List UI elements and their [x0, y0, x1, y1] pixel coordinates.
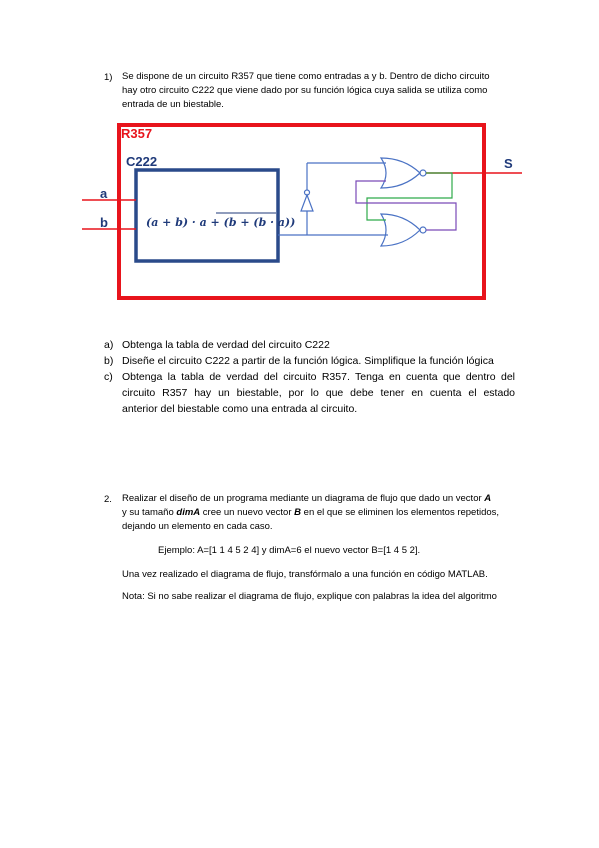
q2-line-1-text: Realizar el diseño de un programa median…	[122, 493, 485, 504]
inverter-triangle	[300, 193, 314, 212]
q2-statement: Realizar el diseño de un programa median…	[122, 492, 522, 534]
q2-number: 2.	[104, 494, 112, 505]
q1-item-c-line-3: anterior del biestable como una entrada …	[122, 403, 358, 415]
q2-var-a: A	[484, 493, 492, 504]
q1-line-2: hay otro circuito C222 que viene dado po…	[122, 85, 488, 96]
input-a-label: a	[100, 186, 108, 201]
feedback-green	[366, 172, 453, 221]
q2-example: Ejemplo: A=[1 1 4 5 2 4] y dimA=6 el nue…	[158, 545, 421, 556]
q1-statement: Se dispone de un circuito R357 que tiene…	[122, 70, 517, 112]
q1-item-c-label: c)	[104, 371, 113, 383]
input-b-label: b	[100, 215, 108, 230]
nor-gate-top	[379, 157, 421, 189]
formula-overlined: (b + (b · a))	[224, 216, 296, 229]
q2-para-1: Una vez realizado el diagrama de flujo, …	[122, 569, 488, 580]
q1-item-c-line-2: circuito R357 hay un biestable, por lo q…	[122, 387, 515, 399]
q1-item-b-label: b)	[104, 355, 114, 367]
formula-left: (a + b) · a +	[146, 216, 224, 229]
formula: (a + b) · a + (b + (b · a))	[146, 216, 295, 229]
q1-line-1: Se dispone de un circuito R357 que tiene…	[122, 71, 490, 82]
q1-number: 1)	[104, 72, 113, 83]
feedback-purple	[355, 180, 457, 231]
q1-item-c-text: Obtenga la tabla de verdad del circuito …	[122, 369, 515, 417]
r357-box	[117, 123, 486, 300]
q2-line-2: y su tamaño dimA cree un nuevo vector B …	[122, 506, 522, 520]
q2-para-2: Nota: Si no sabe realizar el diagrama de…	[122, 591, 497, 602]
q2-var-b: B	[294, 507, 302, 518]
nor-gate-bottom	[379, 213, 421, 247]
nor-gate-bottom-bubble	[419, 226, 427, 234]
q2-line-2-mid: cree un nuevo vector	[200, 507, 295, 518]
q2-line-2-pre: y su tamaño	[122, 507, 177, 518]
q1-item-a-label: a)	[104, 339, 114, 351]
q2-var-dima: dimA	[176, 507, 201, 518]
circuit-diagram: R357 C222 a b S (a + b) · a + (b + (b · …	[82, 123, 522, 300]
q1-line-3: entrada de un biestable.	[122, 99, 224, 110]
q2-line-3: dejando un elemento en cada caso.	[122, 521, 273, 532]
q1-item-a-text: Obtenga la tabla de verdad del circuito …	[122, 339, 330, 351]
q1-item-c-line-1: Obtenga la tabla de verdad del circuito …	[122, 371, 515, 383]
c222-box	[134, 168, 280, 263]
c222-label: C222	[126, 154, 157, 169]
q2-line-1: Realizar el diseño de un programa median…	[122, 492, 522, 506]
output-s-label: S	[504, 156, 513, 171]
q1-item-b-text: Diseñe el circuito C222 a partir de la f…	[122, 355, 494, 367]
r357-label: R357	[121, 126, 152, 141]
nor-gate-top-bubble	[419, 169, 427, 177]
q2-line-2-post: en el que se eliminen los elementos repe…	[301, 507, 500, 518]
